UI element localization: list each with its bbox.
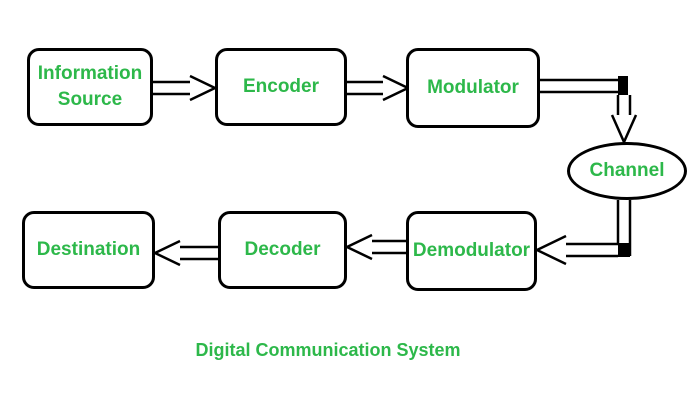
- node-modulator: Modulator: [406, 48, 540, 128]
- node-information-source: Information Source: [27, 48, 153, 126]
- diagram-caption: Digital Communication System: [0, 340, 700, 361]
- node-demodulator-label: Demodulator: [412, 240, 531, 262]
- arrow-demodulator-to-decoder: [344, 233, 406, 261]
- node-decoder: Decoder: [218, 211, 347, 289]
- node-destination-label: Destination: [36, 239, 141, 261]
- node-channel: Channel: [567, 142, 687, 200]
- node-encoder-label: Encoder: [242, 76, 320, 98]
- node-modulator-label: Modulator: [427, 77, 519, 99]
- arrow-decoder-to-destination: [152, 239, 218, 267]
- node-channel-label: Channel: [589, 160, 665, 181]
- node-encoder: Encoder: [215, 48, 347, 126]
- node-demodulator: Demodulator: [406, 211, 537, 291]
- diagram-caption-text: Digital Communication System: [195, 340, 461, 360]
- arrow-source-to-encoder: [153, 74, 218, 102]
- node-destination: Destination: [22, 211, 155, 289]
- arrow-modulator-to-channel: [540, 76, 638, 146]
- arrow-encoder-to-modulator: [347, 74, 411, 102]
- node-decoder-label: Decoder: [244, 239, 321, 261]
- node-information-source-label: Information Source: [37, 63, 143, 110]
- arrow-channel-to-demodulator: [534, 200, 632, 266]
